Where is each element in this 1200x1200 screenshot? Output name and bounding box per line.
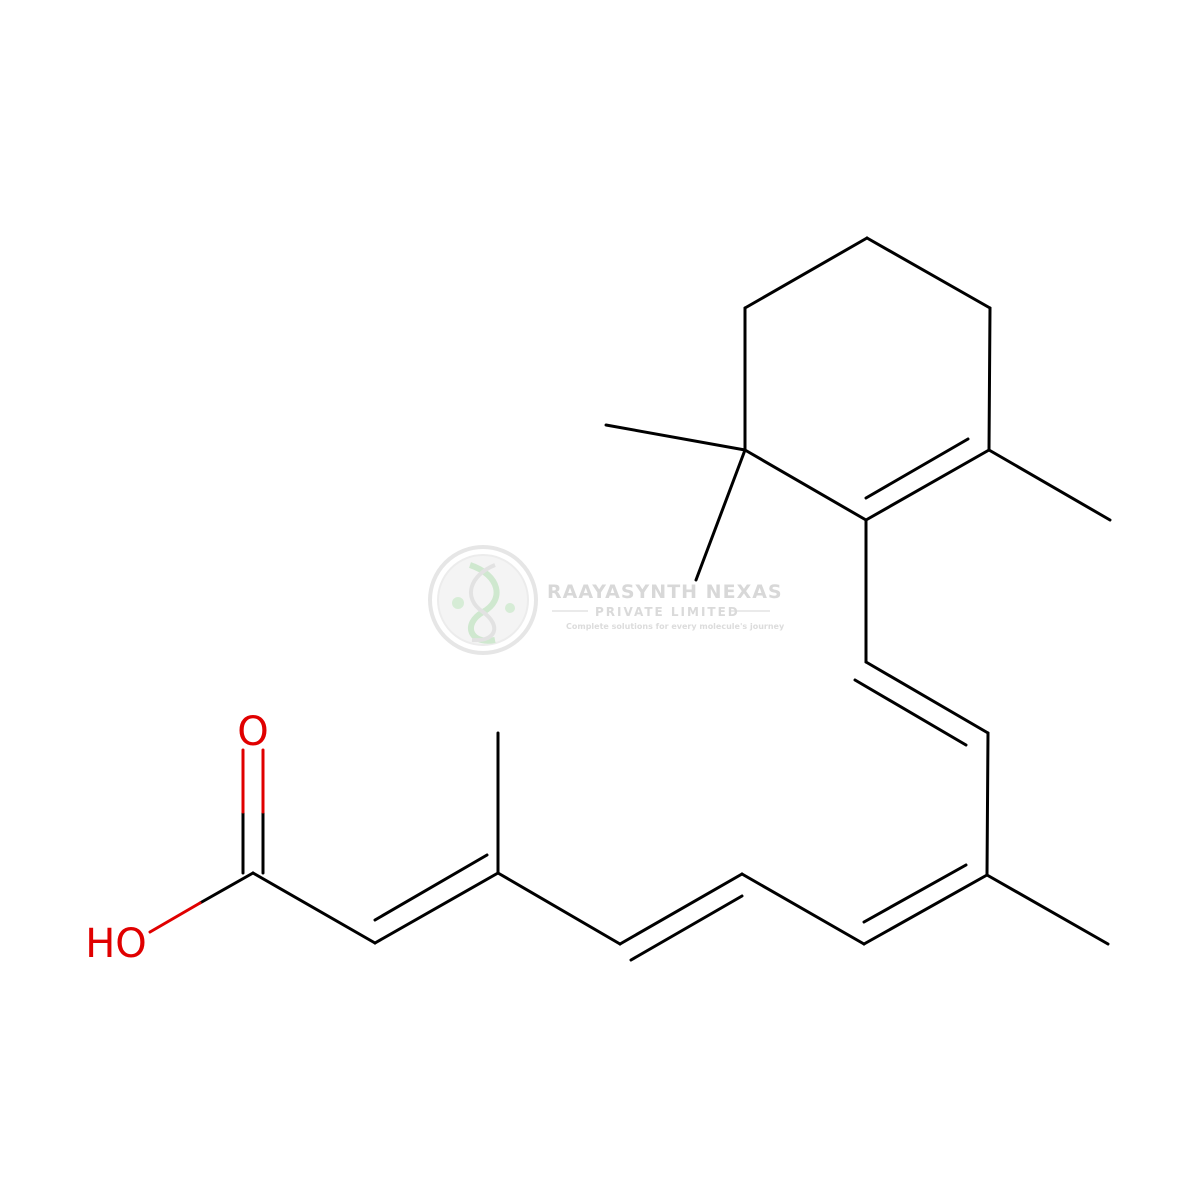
chain-double-bond-inner xyxy=(629,894,744,962)
chain-double-bond-inner xyxy=(853,678,968,747)
polyene-chain xyxy=(251,518,1110,962)
chain-double-bond xyxy=(862,873,989,946)
chain-bond xyxy=(740,872,866,946)
gem-dimethyl-bond xyxy=(604,423,747,452)
chain-double-bond-inner xyxy=(373,853,489,922)
chain-double-bond-inner xyxy=(862,863,968,924)
gem-dimethyl-bond xyxy=(694,448,747,582)
chain-double-bond xyxy=(373,871,500,945)
ring-bond xyxy=(743,448,868,522)
watermark-subtitle: PRIVATE LIMITED xyxy=(595,605,740,619)
ring-double-bond xyxy=(864,448,991,522)
ring-bond xyxy=(743,236,869,310)
ring-bond xyxy=(987,306,992,452)
hydroxyl-bond-oxygen xyxy=(148,901,202,934)
watermark-logo-icon xyxy=(428,545,538,655)
watermark: RAAYASYNTH NEXAS PRIVATE LIMITED Complet… xyxy=(428,545,785,655)
cyclohexene-ring xyxy=(743,236,992,522)
chain-methyl-bond xyxy=(985,873,1110,946)
chain-bond xyxy=(985,731,990,877)
chain-bond xyxy=(251,871,377,945)
watermark-tagline: Complete solutions for every molecule's … xyxy=(566,622,785,631)
carboxylic-acid-group: O HO xyxy=(85,709,269,967)
hydroxyl-bond xyxy=(198,871,255,905)
ring-methyl-bond xyxy=(987,448,1112,522)
chain-double-bond xyxy=(864,660,990,735)
ring-double-bond-inner xyxy=(864,437,970,500)
chain-bond xyxy=(496,871,622,946)
chain-double-bond xyxy=(618,872,744,946)
watermark-company: RAAYASYNTH NEXAS xyxy=(547,581,783,603)
hydroxyl-label: HO xyxy=(85,921,147,967)
ring-methyl-groups xyxy=(604,423,1112,582)
ring-bond xyxy=(865,236,992,310)
carbonyl-oxygen-label: O xyxy=(237,709,268,755)
